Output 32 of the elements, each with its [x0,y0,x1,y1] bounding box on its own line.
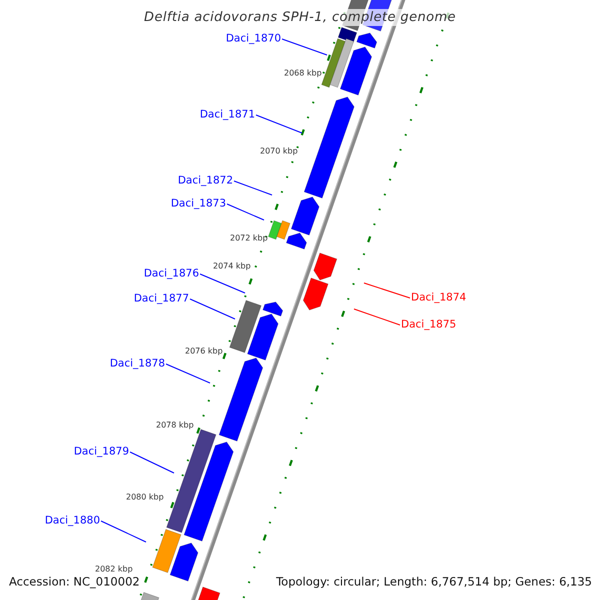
leader-line [234,180,272,196]
gene-label: Daci_1877 [134,292,189,306]
leader-line [364,282,410,298]
gene-label: Daci_1874 [411,292,466,304]
leader-line [100,520,146,542]
footer-text: Topology: circular; Length: 6,767,514 bp; Genes: 6,135 [274,574,594,590]
leader-line [256,114,302,134]
scale-label: 2072 kbp [230,234,268,242]
scale-label: 2068 kbp [284,68,322,78]
gene-label: Daci_1876 [144,268,199,280]
leader-line [190,298,236,320]
footer-text: Accession: NC_010002 [7,574,142,590]
gene-label: Daci_1871 [200,108,255,122]
leader-line [166,364,210,384]
leader-line [226,204,264,220]
gene-label: Daci_1879 [74,446,129,458]
leader-line [354,308,400,326]
leader-line [200,274,246,294]
gene-label: Daci_1878 [110,358,165,370]
scale-label: 2076 kbp [185,346,223,356]
scale-label: 2080 kbp [126,492,164,502]
leader-line [130,452,174,474]
scale-label: 2082 kbp [95,564,133,574]
gene-label: Daci_1880 [44,514,100,528]
scale-label: 2074 kbp [213,262,251,270]
scale-label: 2070 kbp [260,146,298,156]
leader-line [282,38,328,56]
gene-label: Daci_1870 [226,32,281,46]
gene-label: Daci_1875 [401,318,456,332]
scale-label: 2078 kbp [156,420,194,430]
gene-label: Daci_1873 [170,198,226,210]
gene-label: Daci_1872 [178,174,233,188]
